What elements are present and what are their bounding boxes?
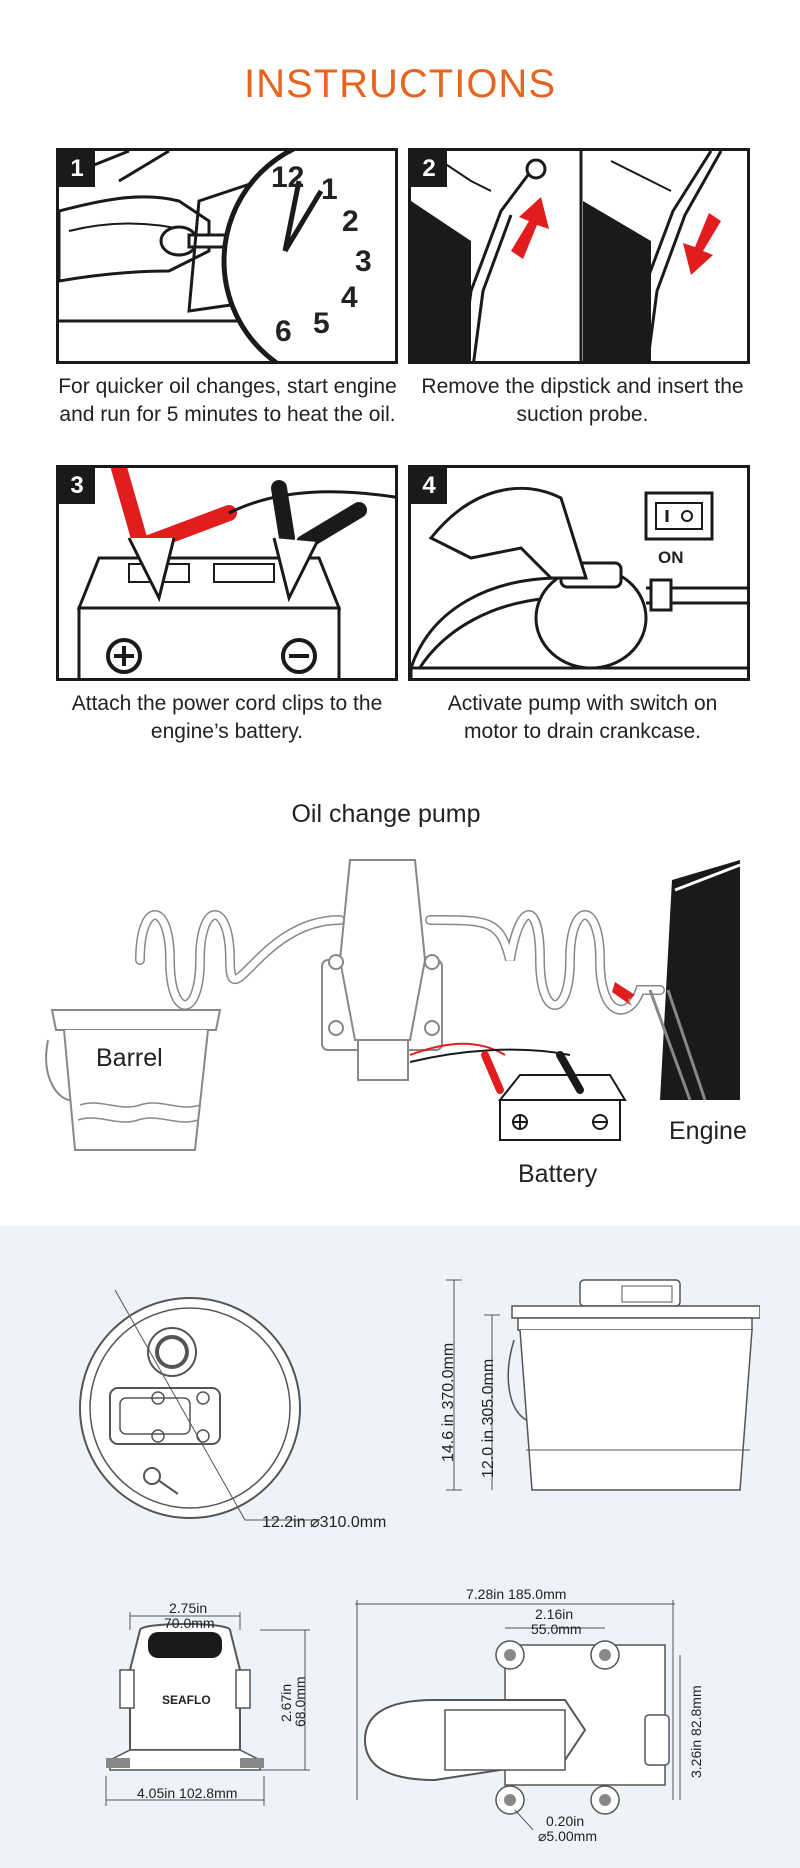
barrel-diameter-dimension: 12.2in ⌀310.0mm <box>262 1514 387 1531</box>
barrel-side-view-drawing <box>446 1279 760 1491</box>
pump-front-view-drawing <box>105 1612 310 1806</box>
barrel-label: Barrel <box>96 1044 163 1072</box>
dipstick-drawing <box>411 151 723 361</box>
step-1-badge: 1 <box>59 151 95 187</box>
step-2-badge: 2 <box>411 151 447 187</box>
battery-label: Battery <box>518 1160 598 1188</box>
battery-clips-drawing <box>76 468 395 678</box>
switch-on-label: ON <box>658 548 684 567</box>
clock-number-3: 3 <box>355 245 372 278</box>
pump-top-view-drawing <box>355 1600 681 1830</box>
clock-number-4: 4 <box>341 281 358 314</box>
pump-top-mount-mm: 55.0mm <box>531 1621 582 1637</box>
clock-number-1: 1 <box>321 173 338 206</box>
pump-front-height-mm: 68.0mm <box>292 1676 308 1727</box>
pump-top-height: 3.26in 82.8mm <box>688 1685 704 1778</box>
clock-number-12: 12 <box>271 161 305 194</box>
step-4-badge: 4 <box>411 468 447 504</box>
pump-hole-mm: ⌀5.00mm <box>538 1828 598 1844</box>
step-4-illustration: ON 4 <box>408 465 750 681</box>
pump-top-length: 7.28in 185.0mm <box>466 1586 567 1602</box>
step-1-illustration: 12 1 2 3 4 5 6 1 <box>56 148 398 364</box>
pump-hole-in: 0.20in <box>546 1813 585 1829</box>
instructions-title: INSTRUCTIONS <box>244 62 556 106</box>
step-1-caption: For quicker oil changes, start engine an… <box>58 375 397 426</box>
clock-number-5: 5 <box>313 307 330 340</box>
step-2-illustration: 2 <box>408 148 750 364</box>
clock-number-2: 2 <box>342 205 359 238</box>
step-2-caption: Remove the dipstick and insert the sucti… <box>421 375 744 426</box>
step-3-caption: Attach the power cord clips to the engin… <box>71 692 383 743</box>
pump-brand-mark: SEAFLO <box>162 1693 211 1707</box>
step-3-badge: 3 <box>59 468 95 504</box>
pump-front-width-top-mm: 70.0mm <box>164 1615 215 1631</box>
pump-front-width-top-in: 2.75in <box>169 1600 208 1616</box>
diagram-title: Oil change pump <box>291 800 481 828</box>
clock-number-6: 6 <box>275 315 292 348</box>
barrel-height-dimension: 12.0 in 305.0mm <box>480 1358 497 1478</box>
step-3-illustration: 3 <box>56 465 398 681</box>
pump-switch-drawing <box>411 486 747 678</box>
total-height-dimension: 14.6 in 370.0mm <box>440 1342 457 1462</box>
pump-front-width-bottom: 4.05in 102.8mm <box>137 1785 238 1801</box>
step-4-caption: Activate pump with switch on motor to dr… <box>447 692 718 743</box>
oil-change-setup-drawing <box>45 859 741 1151</box>
barrel-top-view-drawing <box>79 1289 320 1521</box>
pump-top-mount-in: 2.16in <box>535 1606 574 1622</box>
engine-label: Engine <box>669 1117 747 1145</box>
key-and-clock-drawing <box>59 151 395 361</box>
